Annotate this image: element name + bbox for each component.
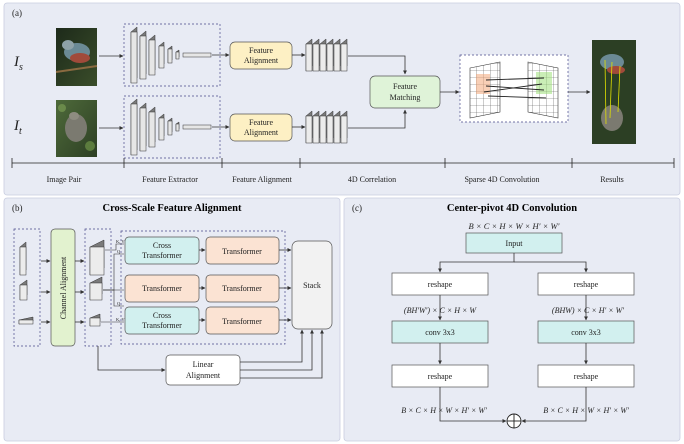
stage-label-feature-alignment: Feature Alignment — [232, 175, 293, 184]
channel-alignment-label: Channel Alignment — [59, 256, 68, 319]
panel-a: (a) Is It — [3, 2, 681, 196]
source-image — [55, 28, 98, 86]
reshape-left-top-label: reshape — [428, 280, 453, 289]
kv-label-bottom: K, V — [116, 317, 125, 323]
feature-matching-line1: Feature — [393, 82, 417, 91]
stage-ticks — [11, 158, 675, 168]
transformer-box-row3 — [205, 306, 280, 335]
panel-b: (b) Cross-Scale Feature Alignment Channe… — [3, 197, 341, 442]
feature-alignment-box-top — [229, 41, 293, 70]
conv-right-label: conv 3x3 — [571, 328, 601, 337]
stage-label-feature-extractor: Feature Extractor — [142, 175, 198, 184]
panel-b-title: Cross-Scale Feature Alignment — [102, 203, 242, 214]
feature-matching-box — [369, 75, 441, 109]
correspondence-lines — [483, 77, 547, 99]
source-image-label: Is — [13, 54, 23, 73]
cross-transformer-top-line2: Transformer — [142, 251, 182, 260]
feature-matching-line2: Matching — [390, 93, 421, 102]
channel-alignment-box — [50, 228, 76, 347]
transformer-box-row1 — [205, 236, 280, 265]
stage-label-4d-correlation: 4D Correlation — [348, 175, 396, 184]
channel-aligned-features — [89, 239, 105, 327]
feature-alignment-top-line2: Alignment — [244, 56, 279, 65]
target-image-label: It — [13, 118, 22, 137]
correlation-grid-left — [469, 61, 501, 119]
out-shape-left-label: B × C × H × W × H′ × W′ — [401, 406, 487, 415]
transformer-row2-right-label: Transformer — [222, 284, 262, 293]
transformer-box-row2-right — [205, 274, 280, 303]
reshape-left-bottom-label: reshape — [428, 372, 453, 381]
cross-transformer-top-line1: Cross — [153, 241, 171, 250]
input-features — [18, 241, 34, 325]
linear-alignment-line1: Linear — [193, 360, 214, 369]
panel-c-title: Center-pivot 4D Convolution — [447, 203, 577, 214]
left-shape-label: (BH′W′) × C × H × W — [404, 306, 477, 315]
feature-extractor-bottom — [130, 98, 212, 156]
feature-alignment-top-line1: Feature — [249, 46, 273, 55]
aligned-features-bottom — [305, 110, 348, 144]
transformer-row2-left-label: Transformer — [142, 284, 182, 293]
input-features-frame — [13, 228, 41, 347]
panel-c-label: (c) — [352, 203, 362, 213]
input-label: Input — [506, 239, 524, 248]
transformer-block-frame — [120, 230, 286, 345]
feature-alignment-bottom-line2: Alignment — [244, 128, 279, 137]
feature-alignment-bottom-line1: Feature — [249, 118, 273, 127]
transformer-row3-label: Transformer — [222, 317, 262, 326]
out-shape-right-label: B × C × H × W × H′ × W′ — [543, 406, 629, 415]
stage-label-image-pair: Image Pair — [47, 175, 82, 184]
results-image — [592, 40, 636, 144]
feature-extractor-top — [130, 26, 212, 84]
stack-box — [291, 240, 333, 330]
target-image — [56, 100, 97, 157]
linear-alignment-outputs — [240, 329, 324, 379]
stage-label-results: Results — [600, 175, 624, 184]
aligned-features-top — [305, 38, 348, 72]
attention-connections — [101, 243, 124, 323]
linear-alignment-line2: Alignment — [186, 371, 221, 380]
feature-alignment-box-bottom — [229, 113, 293, 142]
reshape-right-bottom-label: reshape — [574, 372, 599, 381]
transformer-row1-label: Transformer — [222, 247, 262, 256]
cross-transformer-box-bottom — [124, 306, 200, 335]
transformer-box-row2-left — [124, 274, 200, 303]
feature-extractor-bottom-frame — [123, 95, 221, 159]
input-shape-label: B × C × H × W × H′ × W′ — [469, 221, 560, 231]
reshape-right-top-label: reshape — [574, 280, 599, 289]
panel-c: (c) Center-pivot 4D Convolution B × C × … — [343, 197, 681, 442]
right-shape-label: (BHW) × C × H′ × W′ — [552, 306, 624, 315]
cross-transformer-bottom-line1: Cross — [153, 311, 171, 320]
cross-transformer-bottom-line2: Transformer — [142, 321, 182, 330]
panel-b-label: (b) — [12, 203, 23, 213]
feature-extractor-top-frame — [123, 23, 221, 87]
stage-label-sparse-4d-convolution: Sparse 4D Convolution — [464, 175, 539, 184]
cross-transformer-box-top — [124, 236, 200, 265]
conv-left-label: conv 3x3 — [425, 328, 455, 337]
kv-label-top: K, V — [116, 239, 125, 245]
q-label-top: Q — [117, 249, 121, 254]
stack-label: Stack — [303, 281, 321, 290]
panel-a-label: (a) — [12, 8, 22, 18]
q-label-bottom: Q — [117, 301, 121, 306]
sum-icon — [506, 413, 522, 429]
